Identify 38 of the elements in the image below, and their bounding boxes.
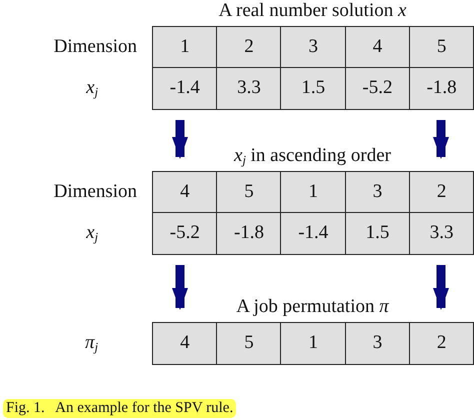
table-cell: 4: [344, 26, 410, 68]
table-cell: 1.5: [280, 67, 346, 110]
table-cell: 1: [152, 26, 218, 68]
table-title: x$_{j}$ in ascending order: [234, 146, 391, 166]
table-cell: 5: [408, 26, 474, 68]
row-label: x$_{j}$: [86, 222, 98, 244]
table-cell: 2: [408, 322, 474, 364]
table-cell: -1.4: [280, 212, 346, 254]
table-cell: 2: [216, 26, 282, 68]
table-cell: 3.3: [216, 67, 282, 110]
arrow: [433, 120, 449, 159]
table-cell: -1.4: [152, 67, 218, 110]
table-title: A job permutation π: [236, 297, 389, 317]
row-label: x$_{j}$: [86, 76, 98, 98]
table-cell: 2: [408, 171, 474, 214]
arrow: [433, 265, 449, 310]
table-cell: 4: [152, 322, 218, 364]
table-cell: 1: [280, 322, 346, 364]
row-label: π$_{j}$: [85, 332, 98, 354]
figure-caption: Fig. 1. An example for the SPV rule.: [3, 399, 236, 418]
row-label: Dimension: [54, 180, 137, 202]
table-title: A real number solution x: [218, 1, 406, 21]
table-cell: 3: [344, 171, 410, 214]
table-cell: -5.2: [152, 212, 218, 254]
table-cell: 3: [344, 322, 410, 364]
table-cell: 5: [216, 171, 282, 214]
arrow: [172, 120, 188, 159]
table-cell: -1.8: [408, 67, 474, 110]
table-cell: 3: [280, 26, 346, 68]
table-cell: 5: [216, 322, 282, 364]
table-cell: 1: [280, 171, 346, 214]
table-cell: 1.5: [344, 212, 410, 254]
table-cell: 3.3: [408, 212, 474, 254]
table-cell: 4: [152, 171, 218, 214]
table-cell: -1.8: [216, 212, 282, 254]
row-label: Dimension: [54, 36, 137, 58]
arrow: [172, 265, 188, 310]
table-cell: -5.2: [344, 67, 410, 110]
